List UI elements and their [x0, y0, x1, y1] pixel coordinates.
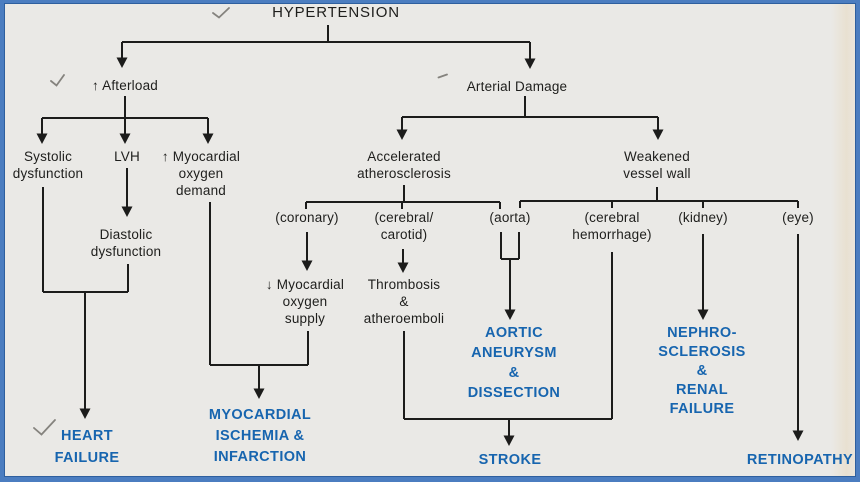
node-accelerated-atherosclerosis: Accelerated atherosclerosis: [357, 149, 451, 181]
node-lvh: LVH: [114, 149, 140, 164]
node-arterial-damage: Arterial Damage: [466, 79, 568, 94]
handwritten-checkmarks: [33, 7, 448, 436]
node-outcome-aortic-aneurysm: AORTIC ANEURYSM & DISSECTION: [467, 325, 561, 401]
node-site-coronary: (coronary): [275, 210, 339, 225]
page-edge-shading: [831, 4, 855, 476]
node-outcome-stroke: STROKE: [478, 452, 542, 468]
node-increased-afterload: ↑ Afterload: [92, 78, 158, 93]
node-site-cerebral-carotid: (cerebral/ carotid): [374, 210, 434, 242]
node-systolic-dysfunction: Systolic dysfunction: [12, 149, 84, 181]
node-weakened-vessel-wall: Weakened vessel wall: [623, 149, 691, 181]
node-myocardial-oxygen-supply: ↓ Myocardial oxygen supply: [265, 277, 345, 326]
node-myocardial-oxygen-demand: ↑ Myocardial oxygen demand: [161, 149, 241, 198]
node-site-kidney: (kidney): [678, 210, 728, 225]
node-site-eye: (eye): [782, 210, 814, 225]
node-outcome-heart-failure: HEART FAILURE: [54, 428, 120, 466]
node-hypertension: HYPERTENSION: [272, 4, 400, 21]
node-outcome-myocardial-ischemia: MYOCARDIAL ISCHEMIA & INFARCTION: [208, 407, 312, 465]
node-site-cerebral-hemorrhage: (cerebral hemorrhage): [572, 210, 652, 242]
node-outcome-retinopathy: RETINOPATHY: [746, 452, 854, 468]
node-site-aorta: (aorta): [489, 210, 531, 225]
node-outcome-nephrosclerosis: NEPHRO- SCLEROSIS & RENAL FAILURE: [658, 325, 746, 417]
node-thrombosis-atheroemboli: Thrombosis & atheroemboli: [363, 277, 445, 326]
figure-paper-background: [5, 4, 855, 476]
node-diastolic-dysfunction: Diastolic dysfunction: [90, 227, 162, 259]
